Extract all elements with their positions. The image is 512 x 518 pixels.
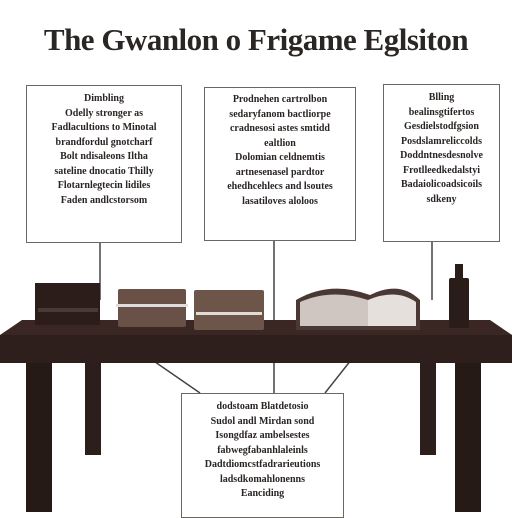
box-text-line: Bolt ndisaleons Iltha — [60, 151, 148, 162]
box-text-line: Frotlleedkedalstyi — [402, 164, 481, 176]
table-leg-inner-right — [420, 355, 436, 455]
box-text-line: Badaiolicoadsicoils — [400, 179, 483, 190]
box-text-line: Odelly stronger as — [65, 107, 143, 119]
box-text-line: Posdslamreliccolds — [401, 135, 482, 147]
box-text-line: Faden andlcstorsom — [60, 194, 148, 206]
table-apron — [0, 335, 512, 363]
book-brown-1 — [118, 289, 186, 327]
box-text-line: Sudol andl Mirdan sond — [210, 415, 315, 427]
box-text-line: Fadlacultions to Minotal — [51, 122, 157, 133]
box-text-line: ehedhcehlecs and lsoutes — [227, 181, 333, 192]
box-text-line: ladsdkomahlonenns — [219, 473, 306, 485]
box-text-line: dodstoam Blatdetosio — [216, 401, 309, 412]
box-text-line: Prodnehen cartrolbon — [232, 94, 328, 105]
box-text-line: bealinsgtifertos — [408, 106, 475, 118]
box-text-line: sedaryfanom bactliorpe — [229, 108, 331, 120]
box-text-line: Flotarnlegtecin lidiles — [57, 180, 151, 191]
box-text-line: Dimbling — [83, 93, 124, 104]
box-text-line: Dolomian celdnemtis — [235, 152, 325, 163]
box-text-line: cradnesosi astes smtidd — [229, 123, 330, 134]
box-text-line: Blling — [428, 92, 455, 103]
box-text-line: Doddntnesdesnolve — [400, 150, 483, 161]
box-text-line: lasatiloves aloloos — [242, 195, 318, 207]
box-text-line: ealtlion — [264, 137, 296, 149]
box-text-line: Isongdfaz ambelsestes — [215, 430, 310, 441]
diagram-title: The Gwanlon o Frigame Eglsiton — [43, 22, 469, 57]
box-text-line: Dadtdiomcstfadrarieutions — [204, 459, 321, 470]
box-text-line: sateline dnocatio Thilly — [54, 165, 154, 177]
box-text-line: brandfordul gnotcharf — [55, 136, 153, 148]
box-text-line: Gesdielstodfgsion — [403, 121, 479, 132]
box-text-line: fabwegfabanhlaleinls — [217, 444, 308, 456]
table-leg-inner-left — [85, 355, 101, 455]
table-leg-left — [26, 355, 52, 512]
bottle — [449, 278, 469, 328]
table-leg-right — [455, 355, 481, 512]
info-box-top-center: Prodnehen cartrolbon sedaryfanom bactlior… — [204, 87, 356, 241]
box-text-line: Eanciding — [240, 488, 285, 499]
book-brown-2 — [194, 290, 264, 330]
box-text-line: sdkeny — [426, 193, 457, 205]
book-dark-left — [35, 283, 100, 325]
box-text-line: artnesenasel pardtor — [235, 166, 325, 178]
